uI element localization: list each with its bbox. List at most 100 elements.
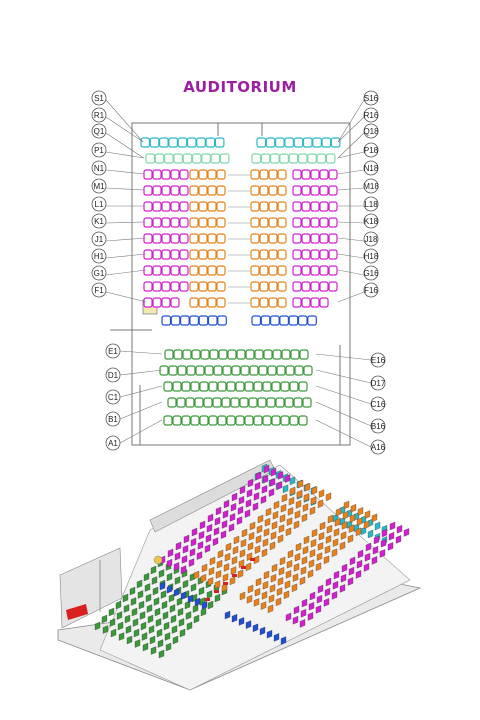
- iso-seat: [301, 556, 308, 565]
- iso-seat: [296, 489, 303, 499]
- leader-line: [105, 99, 144, 143]
- leader-line: [337, 221, 365, 224]
- iso-seat: [267, 604, 274, 614]
- iso-seat: [241, 528, 248, 538]
- iso-seat: [249, 521, 256, 531]
- iso-seat: [220, 530, 227, 539]
- iso-seat: [102, 625, 109, 634]
- seat: [268, 169, 278, 180]
- iso-seat: [300, 608, 307, 618]
- iso-seat: [326, 524, 333, 534]
- seat: [279, 315, 289, 326]
- seat: [310, 233, 320, 244]
- row-label-r16-circle: [363, 107, 379, 123]
- seat: [203, 397, 213, 408]
- iso-seat: [108, 607, 115, 617]
- iso-seat: [253, 555, 260, 565]
- seat: [259, 265, 269, 276]
- iso-seat: [259, 626, 266, 636]
- iso-seat: [282, 484, 289, 494]
- iso-seat: [201, 563, 208, 573]
- seat: [328, 233, 338, 244]
- iso-seat: [269, 541, 276, 551]
- seat: [230, 397, 240, 408]
- iso-seat: [245, 499, 252, 508]
- seat: [319, 297, 329, 308]
- seat: [216, 233, 226, 244]
- iso-seat: [287, 549, 294, 559]
- iso-seat: [115, 600, 122, 610]
- leader-line: [105, 221, 146, 224]
- seat: [302, 397, 312, 408]
- seat: [251, 315, 262, 326]
- iso-seat: [277, 471, 284, 480]
- leader-line: [105, 253, 146, 259]
- iso-seat: [133, 628, 140, 638]
- iso-seat: [190, 583, 197, 592]
- iso-seat: [307, 569, 314, 579]
- stage-prop: [153, 555, 163, 565]
- row-label-m18: M18: [363, 182, 379, 191]
- iso-seat: [134, 639, 141, 648]
- row-label-n18: N18: [364, 164, 379, 173]
- iso-seat: [324, 545, 331, 554]
- seat: [205, 137, 216, 148]
- iso-seat: [285, 570, 292, 579]
- iso-seat: [284, 580, 291, 589]
- seat: [297, 153, 308, 164]
- iso-seat: [224, 610, 231, 620]
- seat: [179, 281, 189, 292]
- iso-seat: [309, 506, 316, 516]
- aisle-step: [250, 558, 255, 561]
- iso-seat: [332, 538, 339, 547]
- seat: [250, 201, 260, 212]
- row-label-p1-circle: [91, 142, 107, 158]
- exit-stair: [66, 604, 88, 620]
- iso-seat: [176, 597, 183, 606]
- iso-seat: [262, 474, 269, 484]
- seat: [180, 315, 190, 326]
- iso-seat: [303, 535, 310, 545]
- iso-seat: [144, 583, 151, 592]
- iso-seat: [374, 521, 381, 531]
- row-label-h18-circle: [363, 248, 379, 264]
- seat: [143, 281, 153, 292]
- row-label-r1: R1: [94, 111, 105, 120]
- row-label-r16: R16: [364, 111, 379, 120]
- iso-seat: [209, 556, 216, 566]
- seat: [259, 201, 269, 212]
- seat: [198, 297, 208, 308]
- iso-seat: [198, 530, 205, 540]
- seat: [301, 169, 311, 180]
- row-label-a16: A16: [371, 443, 386, 452]
- iso-seat: [272, 510, 279, 520]
- iso-seat: [280, 503, 287, 513]
- iso-seat: [294, 552, 301, 562]
- iso-seat: [188, 558, 195, 567]
- iso-seat: [224, 552, 231, 562]
- iso-seat: [246, 594, 253, 604]
- seat: [292, 201, 302, 212]
- iso-seat: [253, 492, 260, 501]
- iso-seat: [190, 537, 197, 547]
- iso-seat: [152, 586, 159, 596]
- seat: [216, 169, 226, 180]
- seat: [200, 349, 210, 360]
- iso-seat: [278, 524, 285, 533]
- seat: [250, 217, 260, 228]
- iso-seat: [260, 495, 267, 504]
- seat: [163, 381, 173, 392]
- iso-seat: [269, 478, 276, 487]
- seat: [277, 297, 287, 308]
- iso-seat: [348, 566, 355, 576]
- iso-seat: [325, 492, 332, 502]
- iso-seat: [303, 493, 310, 502]
- seat: [185, 397, 195, 408]
- seat: [191, 153, 202, 164]
- seat: [259, 249, 269, 260]
- seat: [168, 137, 178, 148]
- iso-seat: [173, 588, 180, 597]
- iso-seat: [130, 597, 137, 606]
- seat: [307, 315, 317, 326]
- seat: [143, 297, 153, 308]
